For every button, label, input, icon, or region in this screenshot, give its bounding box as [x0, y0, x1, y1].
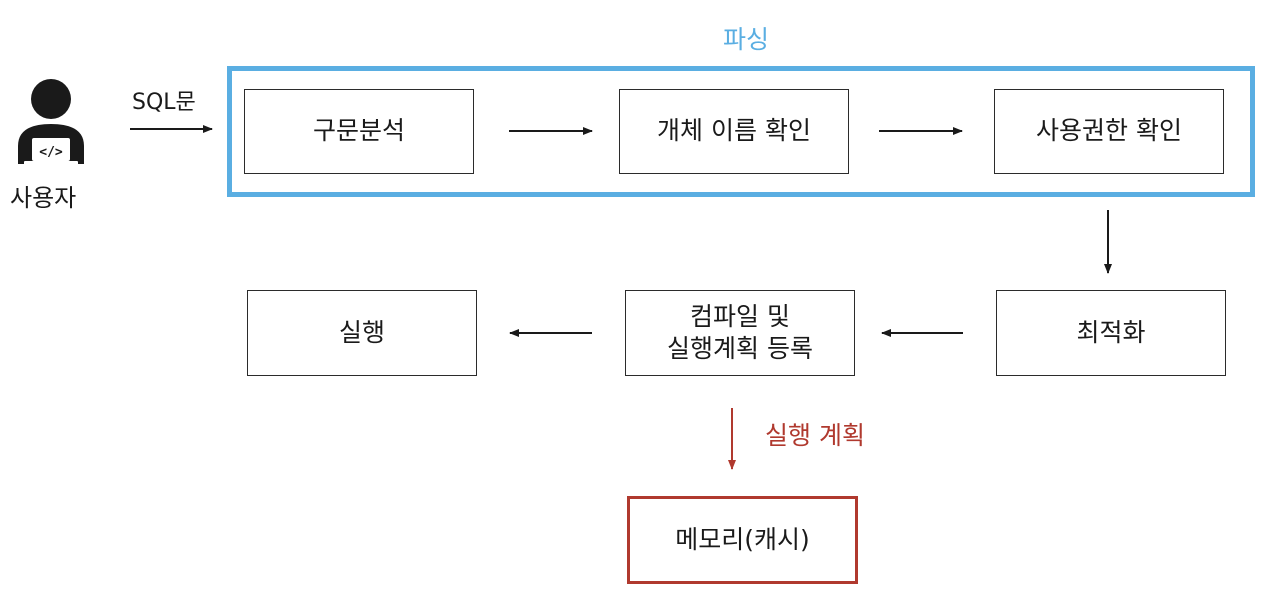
optimize-box: 최적화 [996, 290, 1226, 376]
syntax-analysis-box: 구문분석 [244, 89, 474, 174]
sql-input-label: SQL문 [132, 90, 196, 115]
memory-cache-box: 메모리(캐시) [627, 496, 858, 584]
compile-register-box: 컴파일 및 실행계획 등록 [625, 290, 855, 376]
user-with-laptop-icon: </> [18, 79, 84, 165]
syntax-analysis-label: 구문분석 [312, 116, 405, 146]
execute-label: 실행 [338, 317, 385, 347]
permission-check-label: 사용권한 확인 [1036, 116, 1182, 146]
object-name-check-label: 개체 이름 확인 [657, 116, 811, 146]
optimize-label: 최적화 [1076, 317, 1146, 347]
memory-cache-label: 메모리(캐시) [675, 524, 810, 554]
object-name-check-box: 개체 이름 확인 [619, 89, 849, 174]
svg-text:</>: </> [39, 145, 63, 160]
user-label: 사용자 [10, 184, 77, 212]
compile-label-line2: 실행계획 등록 [667, 334, 813, 363]
compile-label-line1: 컴파일 및 [690, 301, 790, 331]
execution-plan-label: 실행 계획 [765, 421, 865, 450]
parsing-frame [227, 66, 1255, 197]
parsing-title: 파싱 [723, 25, 770, 54]
permission-check-box: 사용권한 확인 [994, 89, 1224, 174]
user-figure: </> [10, 72, 90, 172]
execute-box: 실행 [247, 290, 477, 376]
